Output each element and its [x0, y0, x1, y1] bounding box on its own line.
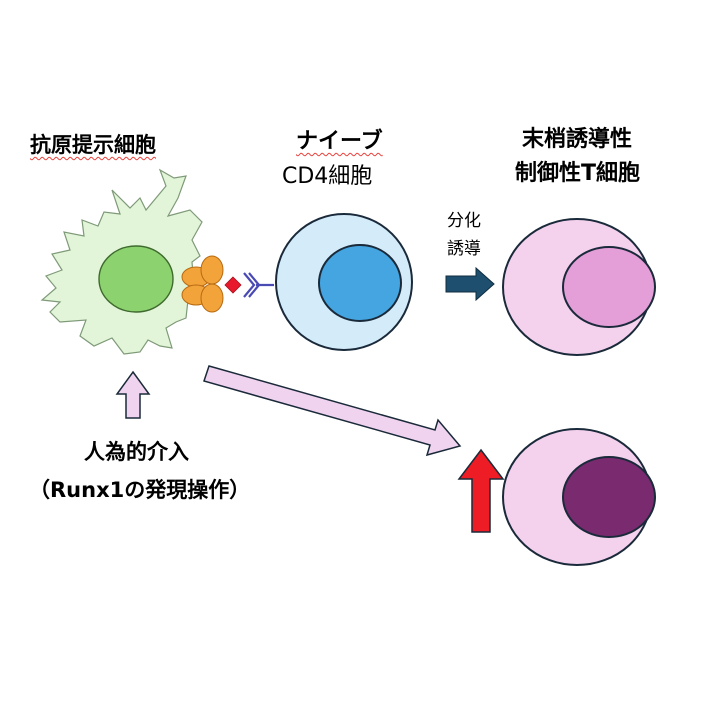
- induction-label-line2: 誘導: [447, 239, 481, 259]
- naive-cell-label-line2: CD4細胞: [282, 164, 373, 189]
- intervention-up-arrow: [115, 370, 151, 419]
- intervention-diagonal-arrow: [203, 365, 462, 457]
- enhancement-arrow: [457, 448, 505, 533]
- induction-arrow: [445, 266, 495, 302]
- antigen-icon: [224, 276, 242, 294]
- naive-cell-label-line1: ナイーブ: [296, 129, 383, 154]
- intervention-label-line2: （Runx1の発現操作）: [29, 478, 251, 502]
- induction-label-line1: 分化: [447, 211, 481, 231]
- intervention-label-line1: 人為的介入: [84, 440, 189, 464]
- peripheral-treg-label-line2: 制御性T細胞: [515, 161, 641, 186]
- peripheral-treg-cell-nucleus: [562, 246, 656, 328]
- antigen-presenting-cell-nucleus: [98, 245, 174, 313]
- peripheral-treg-label-line1: 末梢誘導性: [522, 127, 633, 152]
- antigen-presenting-cell-label: 抗原提示細胞: [30, 133, 156, 157]
- mhc-molecule-icon: [181, 255, 224, 313]
- enhanced-treg-cell-nucleus: [562, 456, 656, 538]
- t-cell-receptor-icon: [243, 272, 274, 298]
- naive-cd4-cell-nucleus: [318, 244, 402, 322]
